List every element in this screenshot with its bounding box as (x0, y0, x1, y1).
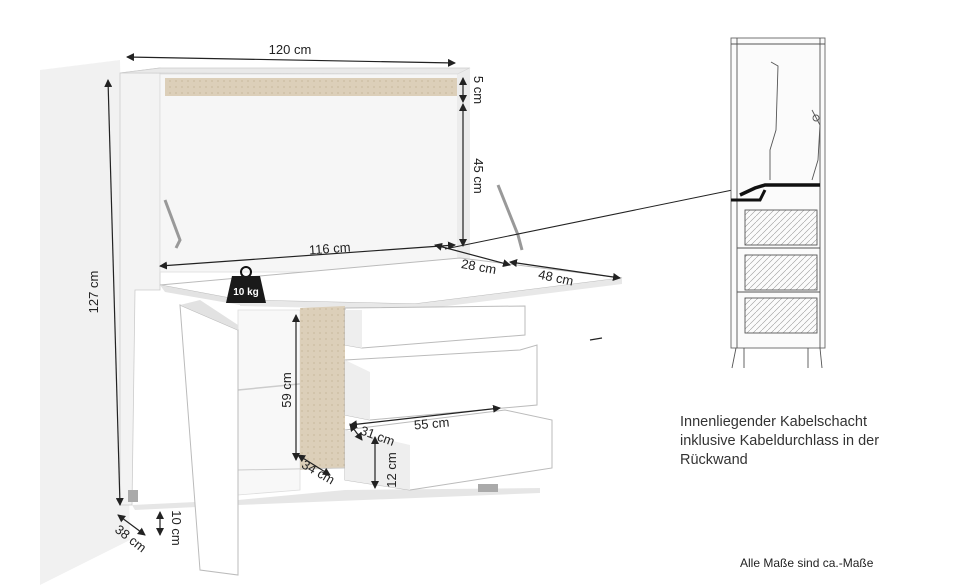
top-panel (119, 67, 471, 75)
caption-line-3: Rückwand (680, 452, 748, 468)
drawer-middle (344, 344, 538, 421)
leader-line (444, 185, 753, 250)
secretary-cabinet (119, 67, 623, 576)
dimension-lines (104, 53, 621, 536)
drawer-top (344, 305, 526, 349)
dim-drawer-width: 55 cm (413, 415, 450, 433)
dim-total-height: 127 cm (86, 271, 101, 314)
cable-duct-detail-drawing (730, 37, 826, 369)
wood-back-panel (300, 306, 345, 470)
leg-right (478, 484, 498, 492)
dim-upper-height: 45 cm (471, 158, 486, 193)
dim-drawer-height: 12 cm (384, 452, 399, 487)
open-door (179, 304, 239, 576)
upper-interior (159, 73, 459, 273)
small-arrow-line (589, 337, 603, 341)
dim-desk-depth-inner: 28 cm (460, 256, 497, 277)
right-side-edge (458, 68, 470, 272)
dim-width-top: 120 cm (269, 42, 312, 57)
weight-icon (226, 266, 266, 303)
dim-desk-width: 116 cm (308, 240, 351, 258)
hinge-right (496, 184, 524, 251)
wood-strip (165, 78, 457, 96)
wall-shadow (40, 60, 130, 585)
dimensions-footnote: Alle Maße sind ca.-Maße (740, 556, 874, 570)
cable-duct-caption: Innenliegender Kabelschacht inklusive Ka… (680, 413, 930, 470)
leg-left (128, 490, 138, 502)
dim-compartment-height: 59 cm (279, 372, 294, 407)
weight-label: 10 kg (233, 287, 259, 298)
dim-back-panel: 5 cm (471, 76, 486, 104)
caption-line-1: Innenliegender Kabelschacht (680, 414, 868, 430)
dim-leg-height: 10 cm (169, 510, 184, 545)
left-side-panel (119, 67, 161, 506)
dim-desk-depth: 48 cm (537, 267, 575, 289)
caption-line-2: inklusive Kabeldurchlass in der (680, 433, 880, 449)
